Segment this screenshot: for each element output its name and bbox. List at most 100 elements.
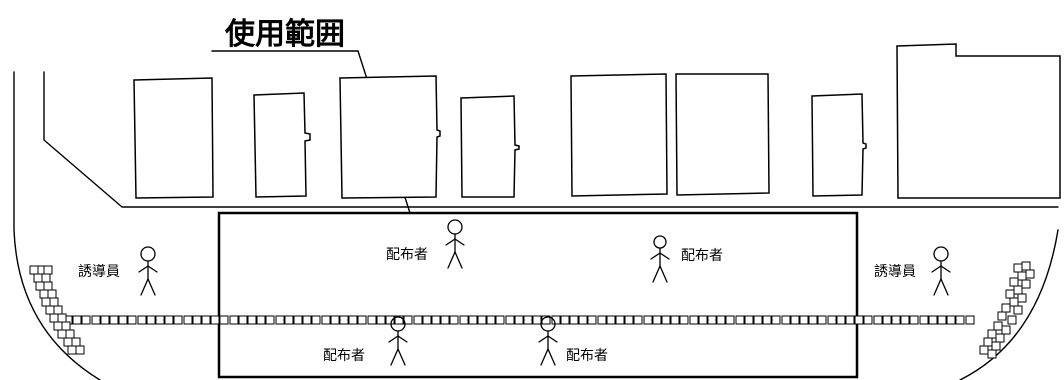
barrier-block — [183, 315, 193, 325]
barrier-block — [979, 345, 989, 355]
buildings — [133, 43, 1061, 199]
barrier-block — [909, 315, 919, 325]
barrier-block — [302, 315, 312, 325]
barrier-block — [560, 315, 570, 325]
barrier-block — [29, 265, 39, 275]
barrier-block — [587, 315, 597, 325]
building — [133, 77, 214, 199]
barrier-block — [991, 341, 1001, 351]
guide-figure — [931, 246, 951, 296]
barrier-block — [1021, 261, 1031, 271]
barrier-block — [707, 315, 717, 325]
barrier-block — [57, 329, 67, 339]
barrier-block — [164, 315, 174, 325]
barrier-block — [75, 345, 85, 355]
barrier-block — [735, 315, 745, 325]
barrier-block — [100, 315, 110, 325]
barrier-block — [1009, 277, 1019, 287]
barrier-block — [385, 315, 395, 325]
barrier-block — [689, 315, 699, 325]
barrier-block — [928, 315, 938, 325]
barrier-block — [284, 315, 294, 325]
barrier-block — [808, 315, 818, 325]
barrier-block — [47, 289, 57, 299]
barrier-block — [827, 315, 837, 325]
barrier-block — [569, 315, 579, 325]
barrier-block — [348, 315, 358, 325]
barrier-block — [1007, 315, 1017, 325]
barrier-block — [201, 315, 211, 325]
barrier-block — [1009, 297, 1019, 307]
barrier-block — [57, 313, 67, 323]
barrier-block — [1017, 293, 1027, 303]
barrier-block — [72, 315, 82, 325]
barrier-block — [65, 329, 75, 339]
barrier-block — [238, 315, 248, 325]
barrier-block — [422, 315, 432, 325]
people-layer — [138, 219, 951, 366]
barrier-block — [725, 315, 735, 325]
barrier-block — [882, 315, 892, 325]
barrier-block — [753, 315, 763, 325]
barrier-block — [965, 315, 975, 325]
barrier-block — [987, 329, 997, 339]
barrier-block — [91, 315, 101, 325]
barrier-block — [67, 345, 77, 355]
road-upper-edge — [43, 71, 1059, 208]
barrier-block — [210, 315, 220, 325]
barrier-block — [836, 315, 846, 325]
barrier-block — [495, 315, 505, 325]
barrier-block — [109, 315, 119, 325]
distributor-label: 配布者 — [566, 348, 608, 364]
barrier-block — [995, 333, 1005, 343]
barrier-block — [293, 315, 303, 325]
guide-label-right: 誘導員 — [874, 264, 916, 280]
barrier-block — [661, 315, 671, 325]
barrier-block — [983, 337, 993, 347]
barrier-block — [532, 315, 542, 325]
barrier-block — [997, 311, 1007, 321]
barrier-block — [1005, 289, 1015, 299]
barrier-block — [987, 349, 997, 359]
building — [460, 95, 520, 198]
barrier-block — [523, 315, 533, 325]
barrier-block — [799, 315, 809, 325]
distributor-label: 配布者 — [323, 348, 365, 364]
barrier-block — [127, 315, 137, 325]
barrier-block — [1025, 269, 1035, 279]
barrier-block — [53, 305, 63, 315]
barrier-block — [679, 315, 689, 325]
building — [339, 75, 441, 199]
barrier-block — [486, 315, 496, 325]
barrier-block — [771, 315, 781, 325]
barrier-block — [440, 315, 450, 325]
barrier-block — [265, 315, 275, 325]
barrier-block — [698, 315, 708, 325]
distributor-figure — [388, 316, 408, 366]
barrier-block — [505, 315, 515, 325]
barrier-block — [357, 315, 367, 325]
barrier-block — [624, 315, 634, 325]
barrier-block — [578, 315, 588, 325]
diagram-title: 使用範囲 — [224, 17, 345, 52]
barrier-block — [919, 315, 929, 325]
barrier-block — [615, 315, 625, 325]
distributor-label: 配布者 — [681, 248, 723, 264]
barrier-block — [431, 315, 441, 325]
road-left-edge — [13, 71, 101, 380]
barrier-block — [633, 315, 643, 325]
barrier-block — [1017, 271, 1027, 281]
barrier-block — [946, 315, 956, 325]
barrier-block — [81, 315, 91, 325]
barrier-block — [43, 265, 53, 275]
barrier-block — [41, 297, 51, 307]
distributor-figure — [650, 235, 670, 283]
barrier-block — [900, 315, 910, 325]
barrier-block — [551, 315, 561, 325]
barrier-block — [597, 315, 607, 325]
barrier-block — [891, 315, 901, 325]
barrier-block — [1013, 263, 1023, 273]
distributor-label: 配布者 — [386, 247, 428, 263]
barrier-block — [781, 315, 791, 325]
barrier-block — [477, 315, 487, 325]
